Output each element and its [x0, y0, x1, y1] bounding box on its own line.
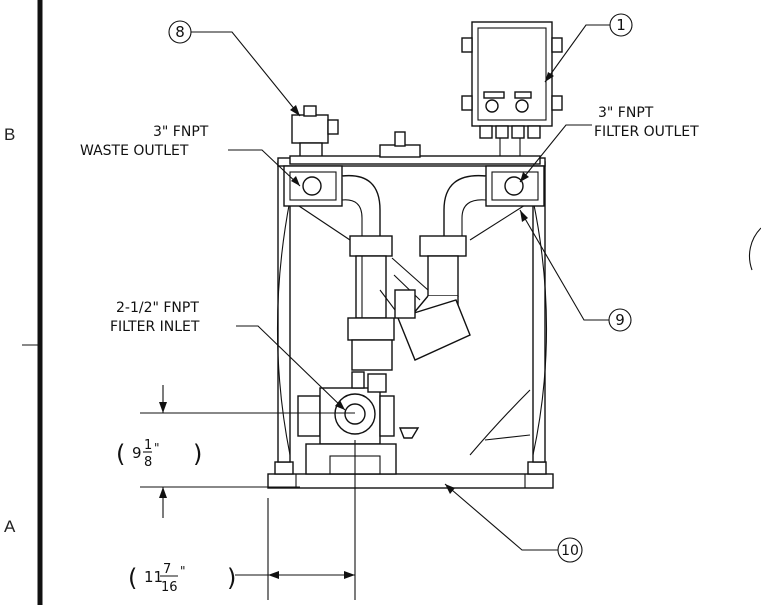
svg-text:": " — [180, 564, 186, 578]
callout-1: 1 — [544, 13, 633, 83]
solenoid-valve — [291, 105, 339, 158]
top-header-pipe — [289, 131, 541, 165]
waste-outlet-label: WASTE OUTLET — [80, 143, 189, 159]
svg-text:(: ( — [116, 440, 125, 468]
svg-text:9: 9 — [132, 444, 142, 462]
svg-text:8: 8 — [144, 455, 152, 470]
callout-8: 8 — [168, 20, 301, 117]
svg-text:": " — [154, 441, 160, 455]
callout-9: 9 — [519, 209, 632, 332]
svg-text:9: 9 — [615, 311, 625, 329]
svg-text:10: 10 — [561, 543, 579, 559]
filter-inlet-leader — [236, 325, 346, 411]
svg-text:16: 16 — [161, 580, 178, 595]
svg-text:(: ( — [128, 564, 137, 592]
svg-text:1: 1 — [144, 438, 152, 453]
callout-10: 10 — [444, 483, 583, 563]
svg-text:8: 8 — [175, 23, 185, 41]
svg-text:1: 1 — [616, 16, 626, 34]
pipe-spool-left — [341, 174, 395, 371]
filter-inlet-size-label: 2-1/2" FNPT — [116, 300, 199, 316]
waste-outlet-leader — [228, 149, 301, 187]
filter-outlet-valve — [485, 165, 545, 207]
offset-dimension — [235, 440, 356, 600]
zone-label-b: B — [4, 125, 15, 144]
filter-housing — [394, 289, 471, 361]
svg-text:): ) — [227, 564, 236, 592]
waste-outlet-valve — [283, 165, 343, 207]
pump — [297, 371, 420, 475]
filter-outlet-label: FILTER OUTLET — [594, 124, 699, 140]
filter-inlet-label: FILTER INLET — [110, 319, 200, 335]
svg-text:11: 11 — [144, 568, 163, 586]
waste-outlet-size-label: 3" FNPT — [153, 124, 209, 140]
control-panel — [461, 21, 563, 158]
svg-text:7: 7 — [163, 562, 171, 577]
zone-label-a: A — [4, 517, 16, 536]
partial-callout-circle — [748, 227, 761, 271]
filter-outlet-leader — [519, 124, 592, 183]
svg-text:): ) — [193, 440, 202, 468]
offset-dimension-value: ( 11 7 16 " ) — [128, 562, 236, 595]
height-dimension-value: ( 9 1 8 " ) — [116, 438, 202, 470]
height-dimension — [140, 385, 355, 518]
filter-outlet-size-label: 3" FNPT — [598, 105, 654, 121]
